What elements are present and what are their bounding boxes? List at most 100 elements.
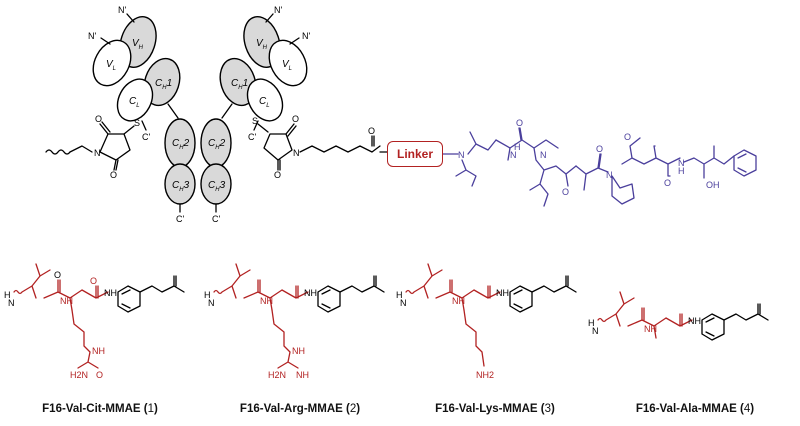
- linker-label: Linker: [396, 147, 433, 161]
- compound-2-number: 2: [349, 403, 357, 415]
- carbonyl-o: O: [368, 126, 375, 136]
- mmae-o5: O: [664, 178, 671, 188]
- left-maleimide-o1: O: [95, 114, 102, 124]
- ala-h: H: [588, 318, 595, 328]
- mmae-n4-h: H: [678, 166, 685, 176]
- right-ch2-label: CH2: [208, 138, 226, 151]
- lys-nh1: NH: [452, 296, 465, 306]
- antibody: VH VL CH1 CL VH VL CH1 CL CH2 CH2 CH3 CH…: [88, 5, 310, 224]
- mmae-payload: N H N O N O O N O O N H OH: [442, 118, 757, 207]
- right-ch1-label: CH1: [231, 78, 248, 91]
- structure-val-lys: H N NH NH NH2: [396, 263, 577, 380]
- cit-nh1: NH: [60, 296, 73, 306]
- compound-4-number: 4: [743, 403, 751, 415]
- left-ch2-domain: [164, 118, 196, 168]
- right-vh-label: VH: [256, 38, 268, 51]
- c-terminus-label-3: C': [142, 132, 150, 142]
- mmae-o1: O: [516, 118, 523, 128]
- cit-nh3: NH: [92, 346, 105, 356]
- arg-nh1: NH: [260, 296, 273, 306]
- right-hinge: [221, 103, 233, 119]
- n-terminus-label-4: N': [302, 31, 310, 41]
- left-hinge: [167, 103, 179, 119]
- right-vl-label: VL: [282, 59, 292, 72]
- c-terminus-label-2: C': [212, 214, 220, 224]
- mmae-o2: O: [562, 187, 569, 197]
- lys-nh2-terminal: NH2: [476, 370, 494, 380]
- ala-nh2: NH: [688, 316, 701, 326]
- arg-h2n: H2N: [268, 370, 286, 380]
- caption-compound-1: F16-Val-Cit-MMAE (1): [42, 403, 158, 415]
- lys-h: H: [396, 290, 403, 300]
- right-cl-label: CL: [259, 96, 270, 109]
- left-maleimide-o2: O: [110, 170, 117, 180]
- compound-3-name: F16-Val-Lys-MMAE: [435, 403, 538, 415]
- compound-1-number: 1: [147, 403, 154, 415]
- compound-2-name: F16-Val-Arg-MMAE: [239, 403, 343, 415]
- structure-val-cit: H N O NH O NH NH H2N O: [4, 263, 185, 380]
- compound-3-number: 3: [544, 403, 552, 415]
- c-terminus-label-4: C': [248, 132, 256, 142]
- arg-nh3: NH: [292, 346, 305, 356]
- arg-n1: N: [208, 298, 215, 308]
- caption-compound-2: F16-Val-Arg-MMAE (2): [239, 403, 361, 415]
- mmae-o3: O: [596, 144, 603, 154]
- cit-n1: N: [8, 298, 15, 308]
- cit-o1: O: [54, 270, 61, 280]
- caption-compound-4: F16-Val-Ala-MMAE (4): [635, 403, 755, 415]
- lys-nh2: NH: [496, 288, 509, 298]
- left-ch2-label: CH2: [172, 138, 190, 151]
- structure-val-arg: H N NH NH NH H2N NH: [204, 263, 385, 380]
- left-ch3-label: CH3: [172, 180, 190, 193]
- left-light-variable-domain: [92, 39, 132, 87]
- n-terminus-label-3: N': [274, 5, 282, 15]
- cit-h: H: [4, 290, 11, 300]
- mmae-oh: OH: [706, 180, 720, 190]
- n-terminus-label-1: N': [118, 5, 126, 15]
- compound-4-name: F16-Val-Ala-MMAE: [635, 403, 737, 415]
- arg-h: H: [204, 290, 211, 300]
- mmae-n4: N: [678, 158, 685, 168]
- ala-nh1: NH: [644, 324, 657, 334]
- arg-nh4: NH: [296, 370, 309, 380]
- right-ch3-domain: [200, 163, 232, 205]
- lys-n1: N: [400, 298, 407, 308]
- left-cl-domain: [116, 78, 154, 122]
- n-terminus-label-2: N': [88, 31, 96, 41]
- compound-1-name: F16-Val-Cit-MMAE: [42, 403, 141, 415]
- cit-nh2: NH: [104, 288, 117, 298]
- left-cl-label: CL: [129, 96, 140, 109]
- right-sulfur: S: [252, 116, 258, 126]
- right-ch3-label: CH3: [208, 180, 226, 193]
- left-maleimide: N O O S: [45, 114, 140, 180]
- left-ch1-label: CH1: [155, 78, 172, 91]
- ala-n1: N: [592, 326, 599, 336]
- c-terminus-label-1: C': [176, 214, 184, 224]
- mmae-n1: N: [458, 150, 465, 160]
- right-maleimide-o1: O: [292, 114, 299, 124]
- mmae-nh-h: H: [514, 142, 521, 152]
- left-vh-label: VH: [132, 38, 144, 51]
- right-light-variable-domain: [268, 39, 308, 87]
- cit-h2n: H2N: [70, 370, 88, 380]
- cit-o2: O: [90, 276, 97, 286]
- left-ch3-domain: [164, 163, 196, 205]
- cit-o3: O: [96, 370, 103, 380]
- right-maleimide-o2: O: [274, 170, 281, 180]
- left-sulfur: S: [134, 118, 140, 128]
- arg-nh2: NH: [304, 288, 317, 298]
- right-maleimide-n: N: [293, 148, 300, 158]
- linker-box: Linker: [387, 141, 443, 167]
- left-maleimide-n: N: [94, 148, 101, 158]
- structure-val-ala: H N NH NH: [588, 291, 769, 341]
- mmae-n2: N: [540, 150, 547, 160]
- mmae-nh-n: N: [510, 150, 517, 160]
- left-vl-label: VL: [106, 59, 116, 72]
- right-maleimide: S N O O O: [252, 114, 388, 180]
- right-ch2-domain: [200, 118, 232, 168]
- mmae-o4: O: [624, 132, 631, 142]
- caption-compound-3: F16-Val-Lys-MMAE (3): [435, 403, 555, 415]
- mmae-n3: N: [606, 170, 613, 180]
- right-cl-domain: [246, 78, 284, 122]
